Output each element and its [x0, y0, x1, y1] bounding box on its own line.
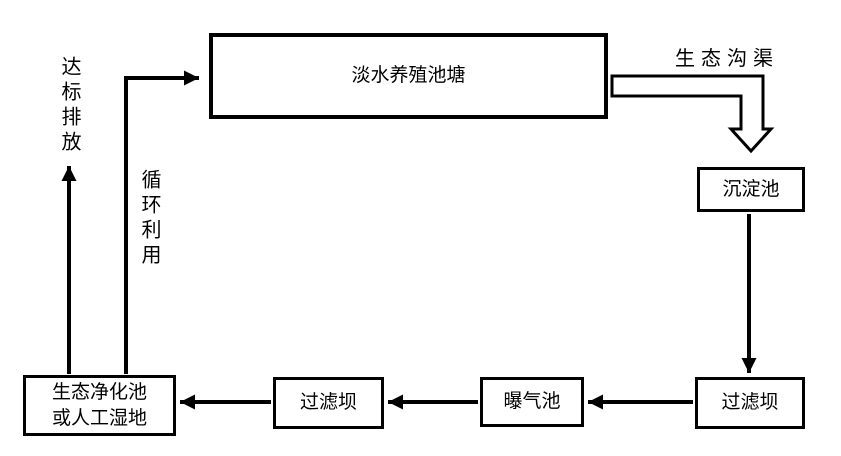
arrow-recycle-to-pond — [124, 70, 199, 374]
node-eco-purification-wetland: 生态净化池 或人工湿地 — [23, 375, 176, 436]
label-discharge: 达标排放 — [58, 56, 80, 156]
node-filter-dam-left: 过滤坝 — [273, 377, 384, 429]
label-eco-ditch: 生态沟渠 — [675, 48, 779, 70]
label-recycle: 循环利用 — [138, 169, 160, 269]
node-aeration-pond: 曝气池 — [480, 377, 584, 427]
arrow-pond-to-sedimentation-hollow — [610, 74, 775, 154]
node-freshwater-pond: 淡水养殖池塘 — [209, 33, 608, 119]
node-filter-dam-right: 过滤坝 — [695, 377, 805, 429]
node-sedimentation-pond: 沉淀池 — [697, 167, 805, 212]
